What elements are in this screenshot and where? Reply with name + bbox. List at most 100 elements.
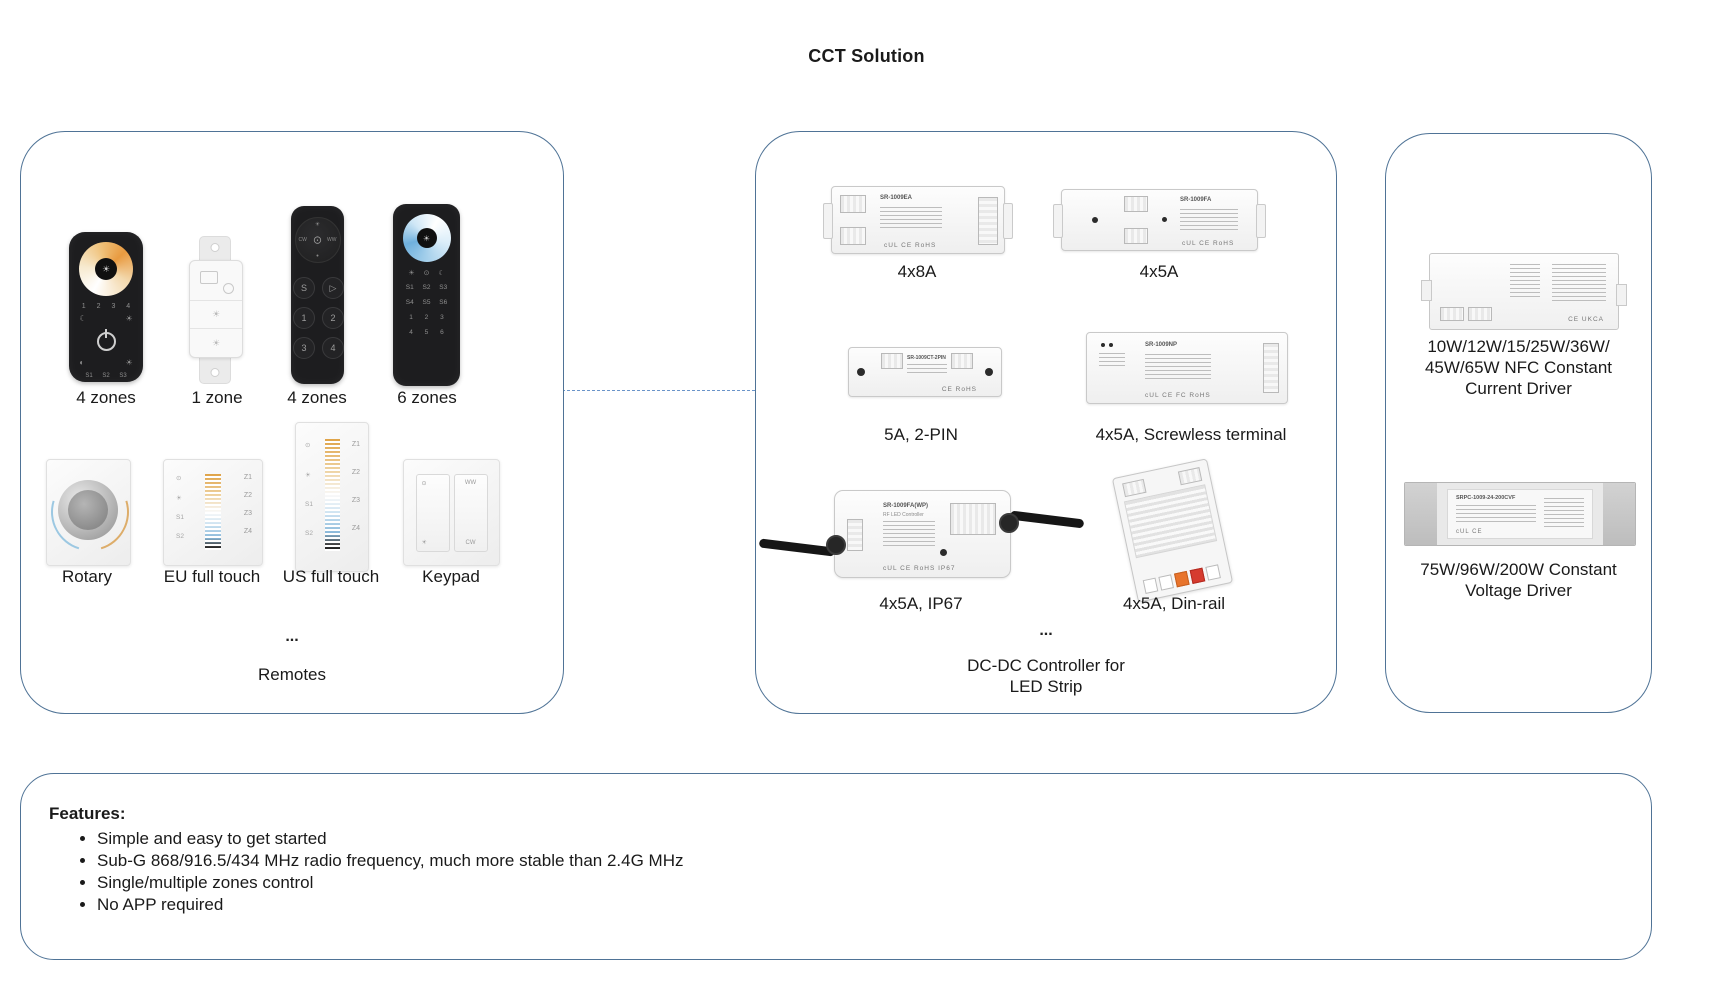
label-4x8a: 4x8A: [897, 262, 937, 281]
spec-fineprint: [1145, 354, 1211, 380]
remotes-to-controllers-connector: [562, 390, 755, 391]
zone-row-1: 1 2 3: [409, 314, 444, 321]
scene-row-1: S1 S2 S3: [405, 284, 448, 291]
bright-down-button: ☀: [211, 337, 221, 348]
scene-1-label: S1: [176, 514, 184, 521]
model-number: SR-1009EA: [880, 195, 913, 201]
feature-item: Sub-G 868/916.5/434 MHz radio frequency,…: [97, 850, 683, 872]
certification-marks: cUL CE RoHS IP67: [883, 565, 956, 572]
heatsink-fins: [1123, 484, 1218, 559]
scene-icon: [200, 271, 218, 284]
certification-marks: cUL CE FC RoHS: [1145, 392, 1211, 399]
constant-voltage-driver: SRPC-1009-24-200CVF cUL CE: [1404, 482, 1636, 546]
scene-button-cell: [190, 261, 242, 301]
driver2-caption-line2: Voltage Driver: [1465, 581, 1572, 600]
terminal-block: [1124, 196, 1148, 212]
model-number: SR-1009FA: [1180, 197, 1212, 203]
scene-2-label: S2: [305, 530, 313, 537]
remote-4zone-push: ☀ CW WW • ⊙ S ▷ 1 2 3 4: [291, 206, 344, 384]
screw-hole: [1092, 217, 1098, 223]
terminal-block: [1440, 307, 1464, 321]
certification-marks: cUL CE RoHS: [1182, 240, 1235, 247]
terminal-block: [847, 519, 863, 551]
remotes-caption: Remotes: [257, 665, 327, 684]
remotes-panel: ☀ 1 2 3 4 ☾ ☀ ◐ ☀ S1 S2 S3 ☀ ☀: [20, 131, 564, 714]
sun-icon: ☀: [305, 472, 311, 479]
controller-4x8a: SR-1009EA cUL CE RoHS: [823, 186, 1013, 254]
remote-4zone-touch: ☀ 1 2 3 4 ☾ ☀ ◐ ☀ S1 S2 S3: [69, 232, 143, 382]
terminal-block: [951, 353, 973, 369]
zone-row-2: 4 5 6: [409, 329, 444, 336]
ww-label: WW: [327, 237, 337, 243]
terminal: [1205, 564, 1221, 581]
remote-label-4zones-a: 4 zones: [76, 388, 136, 407]
dim-icon: ◐: [79, 358, 85, 367]
power-icon: ⊙: [312, 234, 323, 247]
model-number: SR-1009NP: [1145, 342, 1178, 348]
zone-3-button: 3: [293, 337, 315, 359]
bright-up-button: ☀: [190, 301, 242, 330]
cct-color-wheel: ☀: [79, 242, 133, 296]
learning-key: [1162, 217, 1167, 222]
spec-fineprint: [907, 364, 947, 376]
feature-item: Simple and easy to get started: [97, 828, 683, 850]
label-eu-full-touch: EU full touch: [163, 567, 261, 586]
label-4x5a-ip67: 4x5A, IP67: [879, 594, 963, 613]
driver1-caption: 10W/12W/15/25W/36W/ 45W/65W NFC Constant…: [1386, 336, 1651, 399]
zone-1-label: Z1: [243, 474, 252, 481]
driver1-caption-line3: Current Driver: [1465, 379, 1572, 398]
label-4x5a: 4x5A: [1139, 262, 1179, 281]
cycle-icon: [223, 282, 234, 294]
eu-full-touch-panel: ⊙ ☀ S1 S2 Z1 Z2 Z3 Z4: [163, 459, 263, 566]
function-icons-row: ☀ ⊙ ☾: [408, 270, 445, 277]
push-terminal: [1263, 343, 1279, 393]
cable-gland: [999, 513, 1019, 533]
remote-label-4zones-b: 4 zones: [287, 388, 347, 407]
features-panel: Features: Simple and easy to get started…: [20, 773, 1652, 960]
controller-4x5a: SR-1009FA cUL CE RoHS: [1053, 189, 1266, 251]
zone-2-label: Z2: [243, 492, 252, 499]
spec-fineprint: [1552, 264, 1606, 302]
more-remotes-ellipsis: ...: [285, 628, 299, 645]
page-title: CCT Solution: [808, 46, 925, 66]
drivers-panel: CE UKCA 10W/12W/15/25W/36W/ 45W/65W NFC …: [1385, 133, 1652, 713]
scene-button: S: [293, 277, 315, 299]
cct-touch-slider: [205, 474, 221, 550]
zone-4-button: 4: [322, 337, 344, 359]
cw-label: CW: [465, 539, 476, 546]
driver1-caption-line2: 45W/65W NFC Constant: [1424, 358, 1613, 377]
screw-hole: [210, 368, 220, 377]
spec-fineprint: [1456, 505, 1536, 525]
terminal: [1158, 574, 1174, 591]
rotary-knob: [58, 480, 118, 540]
features-list: Simple and easy to get started Sub-G 868…: [21, 828, 683, 916]
zone-4-label: Z4: [351, 525, 360, 532]
learning-key: [940, 549, 947, 556]
power-icon: ⊙: [305, 442, 311, 449]
certification-marks: CE UKCA: [1568, 316, 1604, 323]
terminal-block: [1124, 228, 1148, 244]
certification-marks: cUL CE: [1456, 529, 1483, 535]
certification-marks: CE RoHS: [941, 386, 977, 393]
rocker-power: ⊙ ☀: [415, 473, 450, 552]
learning-key: [1109, 343, 1113, 347]
bright-icon: ☀: [314, 222, 321, 228]
spec-fineprint: [1510, 264, 1540, 298]
cable-gland: [826, 535, 846, 555]
controller-4x5a-ip67: SR-1009FA(WP) RF LED Controller cUL CE R…: [758, 490, 1085, 578]
terminal-block: [840, 195, 866, 213]
label-us-full-touch: US full touch: [282, 567, 380, 586]
driver1-caption-line1: 10W/12W/15/25W/36W/: [1427, 337, 1610, 356]
learning-key: [1101, 343, 1105, 347]
rotary-panel: [37, 459, 143, 566]
driver-body: SRPC-1009-24-200CVF cUL CE: [1437, 483, 1603, 545]
cw-label: CW: [298, 237, 307, 243]
model-number: SR-1009CT-2PIN: [907, 355, 946, 361]
output-cable: [1009, 510, 1085, 529]
controllers-caption-line2: LED Strip: [1009, 677, 1083, 696]
zone-1-button: 1: [293, 307, 315, 329]
label-5a-2pin: 5A, 2-PIN: [884, 425, 958, 444]
play-button: ▷: [322, 277, 344, 299]
model-number: SRPC-1009-24-200CVF: [1456, 495, 1516, 501]
zone-1-label: Z1: [351, 441, 360, 448]
